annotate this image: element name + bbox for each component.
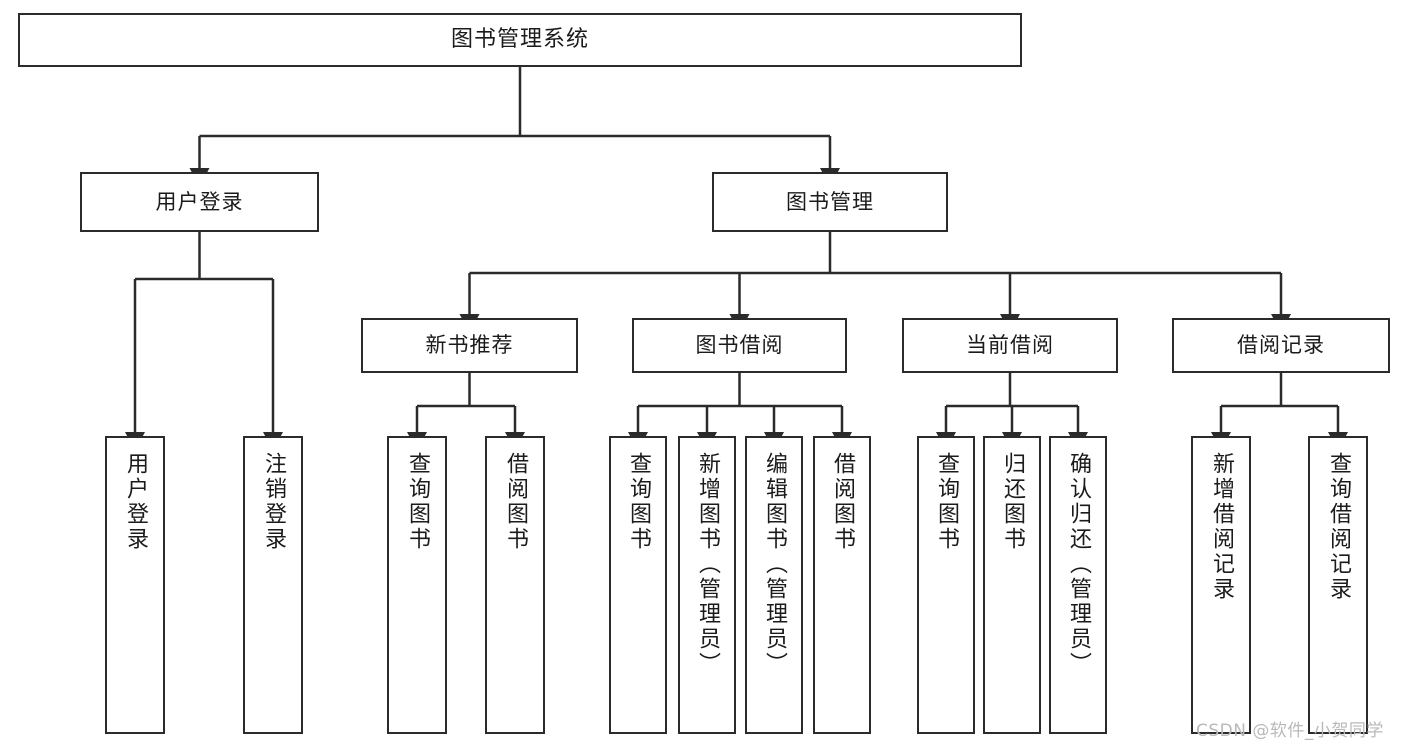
tree-edges xyxy=(125,67,1348,451)
node-leaf-rec-borrow[interactable]: 借阅图书 xyxy=(485,436,545,734)
node-label: 借阅记录 xyxy=(1237,333,1325,358)
node-borrow-record[interactable]: 借阅记录 xyxy=(1172,318,1390,373)
node-label: 查询图书 xyxy=(626,452,651,552)
node-label: 查询借阅记录 xyxy=(1326,452,1351,602)
node-label: 编辑图书（管理员） xyxy=(762,452,787,677)
node-label: 借阅图书 xyxy=(503,452,528,552)
node-leaf-rec-query[interactable]: 查询图书 xyxy=(387,436,447,734)
node-label: 归还图书 xyxy=(1000,452,1025,552)
node-label: 查询图书 xyxy=(934,452,959,552)
node-label: 查询图书 xyxy=(405,452,430,552)
node-leaf-bb-borrow[interactable]: 借阅图书 xyxy=(813,436,871,734)
node-book-borrow[interactable]: 图书借阅 xyxy=(632,318,847,373)
node-leaf-bb-edit[interactable]: 编辑图书（管理员） xyxy=(745,436,803,734)
node-root[interactable]: 图书管理系统 xyxy=(18,13,1022,67)
node-label: 图书借阅 xyxy=(695,333,784,358)
node-label: 用户登录 xyxy=(123,452,148,552)
node-user-login[interactable]: 用户登录 xyxy=(80,172,319,232)
node-leaf-br-query[interactable]: 查询借阅记录 xyxy=(1308,436,1368,734)
node-label: 用户登录 xyxy=(155,189,244,214)
node-leaf-user-logout[interactable]: 注销登录 xyxy=(243,436,303,734)
node-leaf-bb-add[interactable]: 新增图书（管理员） xyxy=(678,436,736,734)
node-label: 借阅图书 xyxy=(830,452,855,552)
node-leaf-br-add[interactable]: 新增借阅记录 xyxy=(1191,436,1251,734)
node-leaf-bb-query[interactable]: 查询图书 xyxy=(609,436,667,734)
node-label: 确认归还（管理员） xyxy=(1066,452,1091,677)
node-label: 新增借阅记录 xyxy=(1209,452,1234,602)
node-label: 图书管理系统 xyxy=(450,27,589,53)
node-label: 新书推荐 xyxy=(425,333,514,358)
node-leaf-cb-return[interactable]: 归还图书 xyxy=(983,436,1041,734)
node-leaf-cb-query[interactable]: 查询图书 xyxy=(917,436,975,734)
node-new-book-rec[interactable]: 新书推荐 xyxy=(361,318,578,373)
csdn-watermark: CSDN @软件_小贺同学 xyxy=(1196,721,1384,741)
node-label: 当前借阅 xyxy=(966,333,1054,358)
node-book-manage[interactable]: 图书管理 xyxy=(712,172,948,232)
node-leaf-user-login[interactable]: 用户登录 xyxy=(105,436,165,734)
node-leaf-cb-confirm[interactable]: 确认归还（管理员） xyxy=(1049,436,1107,734)
node-label: 注销登录 xyxy=(261,452,286,552)
node-current-borrow[interactable]: 当前借阅 xyxy=(902,318,1118,373)
node-label: 图书管理 xyxy=(786,189,874,214)
node-label: 新增图书（管理员） xyxy=(695,452,720,677)
